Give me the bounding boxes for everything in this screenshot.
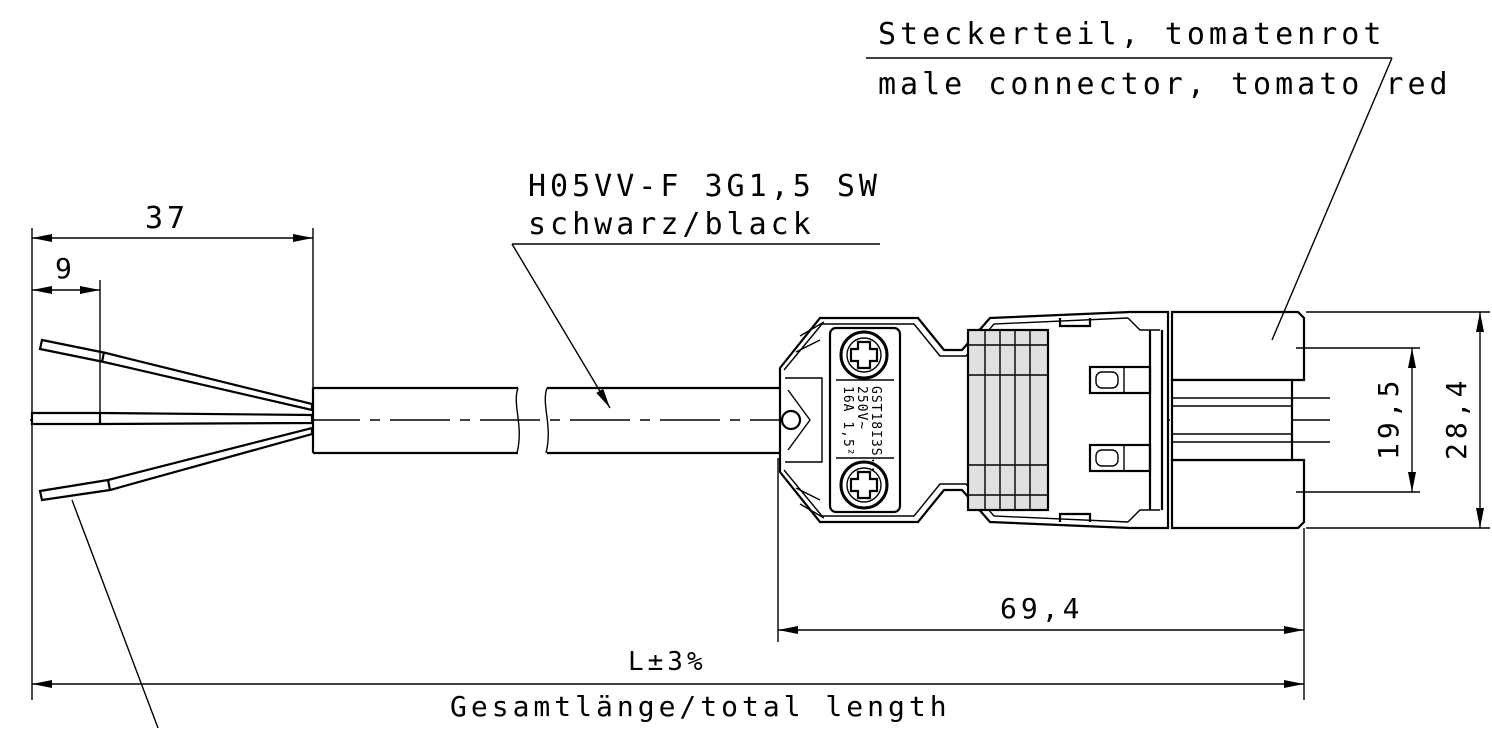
connector-callout: Steckerteil, tomatenrot male connector, … [866,17,1452,341]
wire-bottom [38,426,314,502]
grip-ribs [966,328,1050,512]
dim-69-text: 69,4 [1000,592,1083,625]
dim-9-text: 9 [55,252,76,285]
wire-ends [30,338,314,502]
contact-bottom-icon [1088,443,1152,473]
logo-icon [780,409,802,431]
cable-sheath [311,386,780,455]
marking-text: GST18I3S.. 250V~ 16A 1,5² [840,386,883,474]
connector-label-en: male connector, tomato red [878,67,1452,102]
plug-pins [1170,310,1330,530]
extension-lines [31,228,1490,700]
wire-leader [71,499,159,729]
dim-total-caption: Gesamtlänge/total length [450,690,951,723]
marking-line2: 250V~ [854,386,869,430]
wire-top [38,338,314,412]
dim-28-text: 28,4 [1440,377,1473,460]
marking-plate [828,326,902,514]
wire-middle [30,411,314,426]
connector-body: GST18I3S.. 250V~ 16A 1,5² [778,310,1170,530]
cable-type-label: H05VV-F 3G1,5 SW [528,169,881,204]
screw-top-icon [839,330,889,380]
cable-callout: H05VV-F 3G1,5 SW schwarz/black [511,169,881,409]
contact-top-icon [1088,365,1152,395]
screw-bottom-icon [839,460,889,510]
dim-total-text: L±3% [628,647,707,677]
connector-label-de: Steckerteil, tomatenrot [878,17,1385,52]
cable-color-label: schwarz/black [528,207,815,242]
marking-line1: GST18I3S.. [868,386,883,474]
dim-19-text: 19,5 [1372,377,1405,460]
dim-37-text: 37 [145,201,189,236]
marking-line3: 16A 1,5² [840,386,855,457]
